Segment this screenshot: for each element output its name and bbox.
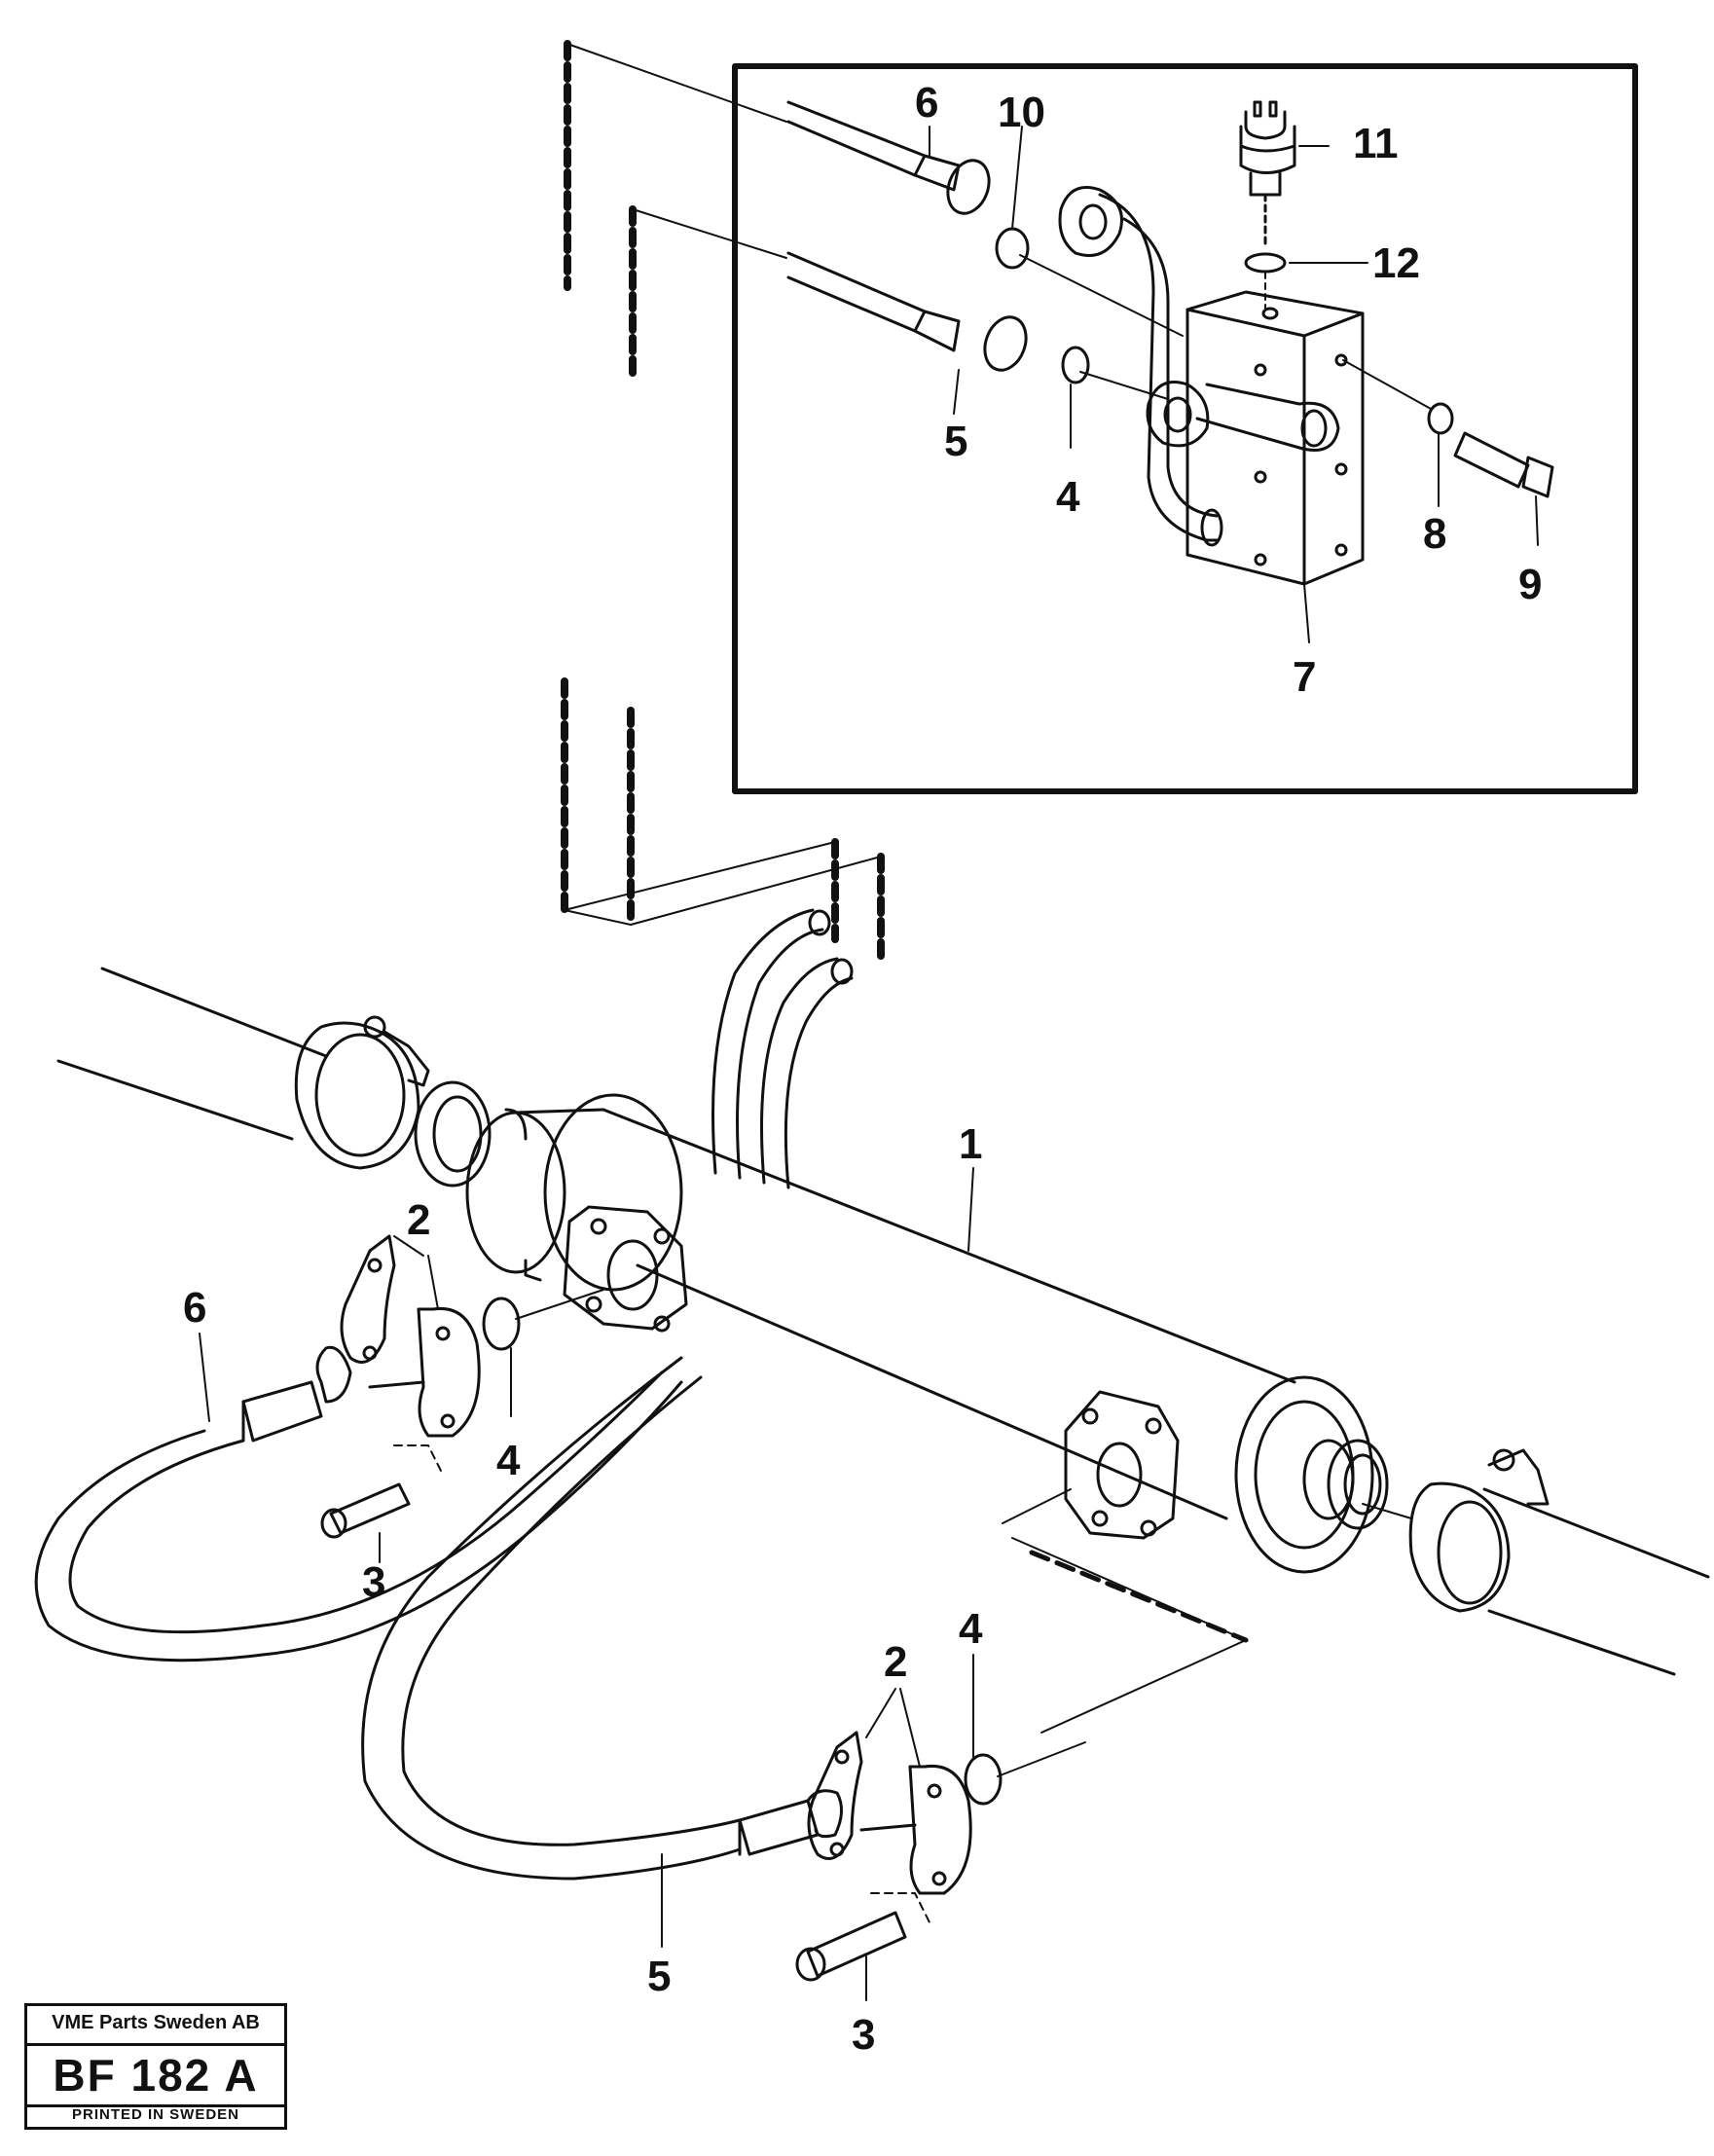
callout-9: 9	[1518, 561, 1542, 608]
callout-5-main: 5	[647, 1953, 671, 2000]
inset-washer-8	[1427, 402, 1454, 435]
stamp-company: VME Parts Sweden AB	[52, 2012, 260, 2033]
lower-bolt-3	[795, 1911, 907, 1982]
right-coupling-ring	[1327, 1439, 1389, 1530]
callout-4-inset: 4	[1056, 473, 1080, 521]
break-markers-top	[564, 40, 637, 384]
left-bolt-dash	[393, 1444, 444, 1476]
stamp-figure-code: BF 182 A	[27, 2043, 284, 2107]
inset-sensor-11	[1239, 100, 1330, 245]
callout-11: 11	[1353, 120, 1399, 167]
inset-valve-block-7	[1185, 290, 1365, 586]
left-pipe	[56, 967, 430, 1170]
right-pipe	[1362, 1448, 1710, 1676]
lower-clamp-halves-2	[807, 1731, 972, 1895]
inset-washer-12	[1244, 252, 1287, 274]
inset-hose-5	[786, 251, 1028, 372]
callout-2-left: 2	[407, 1196, 430, 1244]
publisher-stamp: VME Parts Sweden AB BF 182 A PRINTED IN …	[24, 2003, 287, 2130]
stamp-printed-in: PRINTED IN SWEDEN	[71, 2106, 239, 2123]
callout-6-inset: 6	[915, 79, 938, 127]
main-cylinder-1	[465, 1093, 1374, 1574]
callout-7: 7	[1293, 653, 1316, 701]
callout-2-lower: 2	[884, 1638, 907, 1686]
inset-flange-lower	[1146, 381, 1210, 448]
left-hose-6	[34, 1345, 683, 1663]
callout-4-lower: 4	[959, 1605, 983, 1653]
lower-oring-4	[964, 1753, 1003, 1806]
inset-flange-upper	[1058, 186, 1123, 257]
inset-bolt-9	[1453, 431, 1554, 498]
left-clamp-halves-2	[340, 1234, 481, 1438]
callout-5-inset: 5	[944, 418, 967, 465]
callout-4-left: 4	[496, 1437, 521, 1484]
inset-hose-6	[786, 100, 991, 215]
lower-hose-5	[361, 1356, 843, 1881]
lower-bolt-dash	[870, 1892, 930, 1923]
callout-3-left: 3	[362, 1558, 385, 1606]
callout-10: 10	[998, 89, 1045, 136]
left-coupling-ring	[414, 1080, 492, 1188]
inset-detail-frame	[732, 63, 1638, 794]
break-leaders	[564, 43, 882, 926]
callout-3-lower: 3	[852, 2011, 875, 2059]
inset-oring-10	[995, 227, 1030, 270]
callout-8: 8	[1423, 510, 1446, 558]
callout-1: 1	[959, 1120, 982, 1168]
leader-lines	[199, 1167, 974, 2001]
upper-hoses	[711, 908, 854, 1189]
inset-bent-pipe	[1098, 193, 1340, 547]
left-oring-4	[482, 1297, 521, 1351]
callout-6-main: 6	[183, 1284, 206, 1332]
left-bolt-3	[320, 1482, 411, 1563]
break-markers-middle	[561, 677, 885, 968]
inset-oring-4	[1061, 346, 1090, 384]
callout-12: 12	[1372, 239, 1420, 287]
